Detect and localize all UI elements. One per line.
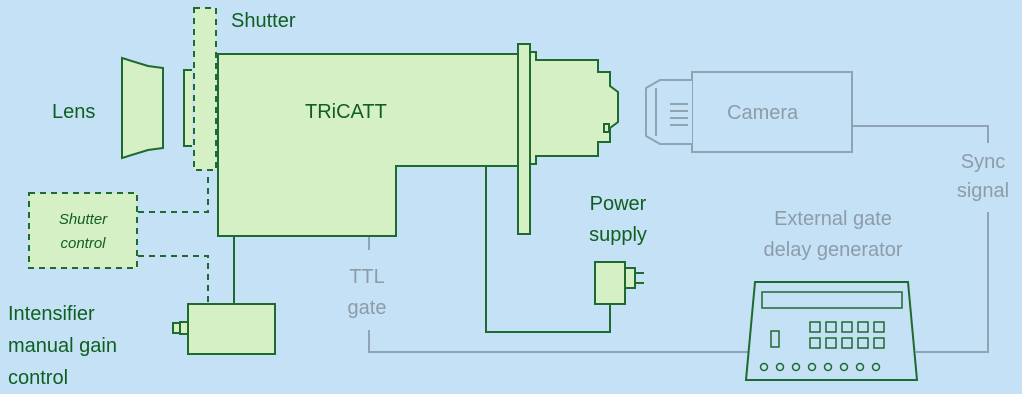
sync-signal-label-1: Sync [961, 151, 1005, 173]
power-wire [485, 166, 611, 333]
ttl-gate-label-2: gate [348, 297, 387, 319]
gain-control-box [187, 303, 276, 355]
shutter-control-label-1: Shutter [59, 211, 108, 228]
shutter-control-box [28, 192, 138, 269]
delay-generator-label-2: delay generator [764, 239, 903, 261]
sync-signal-label-2: signal [957, 180, 1009, 202]
delay-generator-switch [770, 330, 780, 348]
power-supply [594, 261, 644, 305]
delay-generator-knobs [759, 362, 881, 372]
sync-wire-upper [852, 125, 989, 143]
power-supply-label-1: Power [590, 193, 647, 215]
sync-wire-lower [916, 212, 989, 353]
tricatt-output-coupler [529, 51, 619, 165]
ttl-gate-label-1: TTL [349, 266, 385, 288]
intensifier-label-2: manual gain [8, 335, 117, 357]
tricatt-flange [517, 43, 531, 235]
delay-generator-keypad [809, 321, 885, 349]
shutter-label: Shutter [231, 10, 296, 32]
lens [121, 56, 192, 160]
gain-control-knob [172, 322, 181, 334]
intensifier-label-1: Intensifier [8, 303, 95, 325]
shutter-control-wire-bottom [138, 255, 209, 304]
lens-label: Lens [52, 101, 95, 123]
lens-mount [183, 69, 192, 147]
gain-control-knob-stem [179, 321, 189, 335]
camera-label: Camera [727, 102, 799, 124]
camera [645, 71, 853, 153]
power-supply-plug [624, 267, 636, 289]
tricatt-output-notch [603, 123, 610, 133]
internal-wiring [233, 166, 611, 333]
power-supply-body [594, 261, 626, 305]
tricatt-body [217, 53, 519, 237]
delay-generator-label-1: External gate [774, 208, 892, 230]
tricatt-label: TRiCATT [305, 101, 387, 123]
gain-control [172, 303, 276, 355]
camera-mount [645, 79, 692, 145]
shutter-control-wire-top [138, 172, 209, 213]
camera-body [691, 71, 853, 153]
delay-generator [744, 281, 919, 381]
intensifier-label-3: control [8, 367, 68, 389]
delay-generator-display [761, 291, 903, 309]
shutter-control-wiring [138, 172, 209, 304]
power-supply-label-2: supply [589, 224, 647, 246]
external-wiring [368, 125, 989, 353]
shutter [193, 7, 217, 171]
lens-body [121, 56, 164, 160]
ttl-gate-wire-lower [368, 330, 748, 353]
shutter-control-label-2: control [60, 235, 106, 252]
tricatt-intensifier [217, 43, 619, 237]
